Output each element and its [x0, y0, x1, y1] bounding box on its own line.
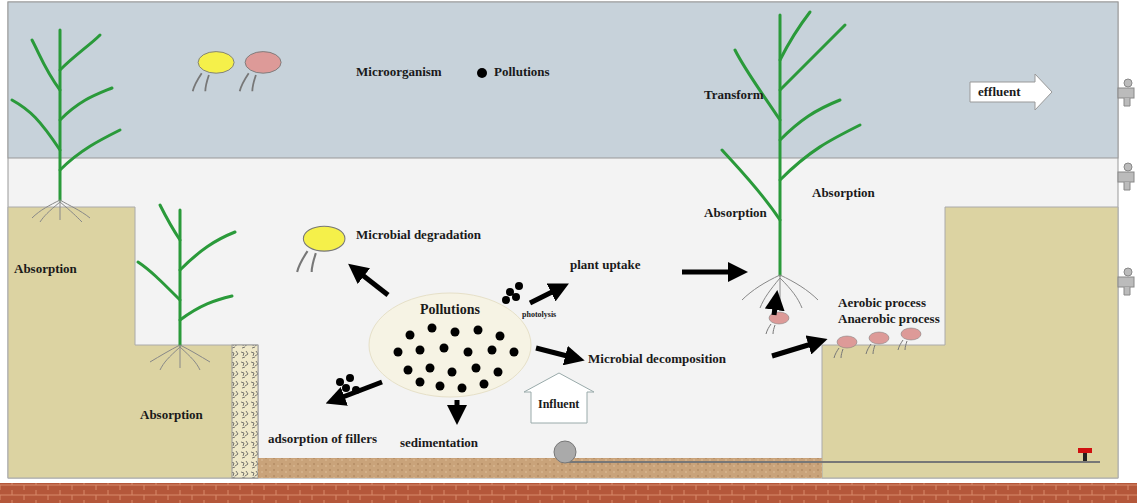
process-label: Aerobic process	[838, 296, 926, 310]
process-label: Absorption	[140, 408, 203, 422]
node-text: Pollutions	[420, 302, 480, 317]
pollutant-pool: Pollutions	[368, 292, 532, 398]
process-label: adsorption of fillers	[268, 432, 377, 446]
process-label: Anaerobic process	[838, 312, 940, 326]
process-label: Transform	[704, 88, 764, 102]
process-label: Microbial degradation	[356, 228, 481, 242]
node-text: Influent	[538, 398, 579, 411]
influent-arrow: Influent	[523, 372, 595, 424]
legend-label: Microorganism	[356, 65, 442, 79]
process-label: Microbial decomposition	[588, 352, 726, 366]
process-label: Absorption	[704, 206, 767, 220]
process-label: Absorption	[14, 262, 77, 276]
outlet-label: effluent	[978, 85, 1021, 99]
process-label: plant uptake	[570, 258, 640, 272]
process-label: Absorption	[812, 186, 875, 200]
legend-label: Pollutions	[494, 65, 550, 79]
process-label: photolysis	[522, 311, 556, 320]
process-label: sedimentation	[400, 436, 478, 450]
